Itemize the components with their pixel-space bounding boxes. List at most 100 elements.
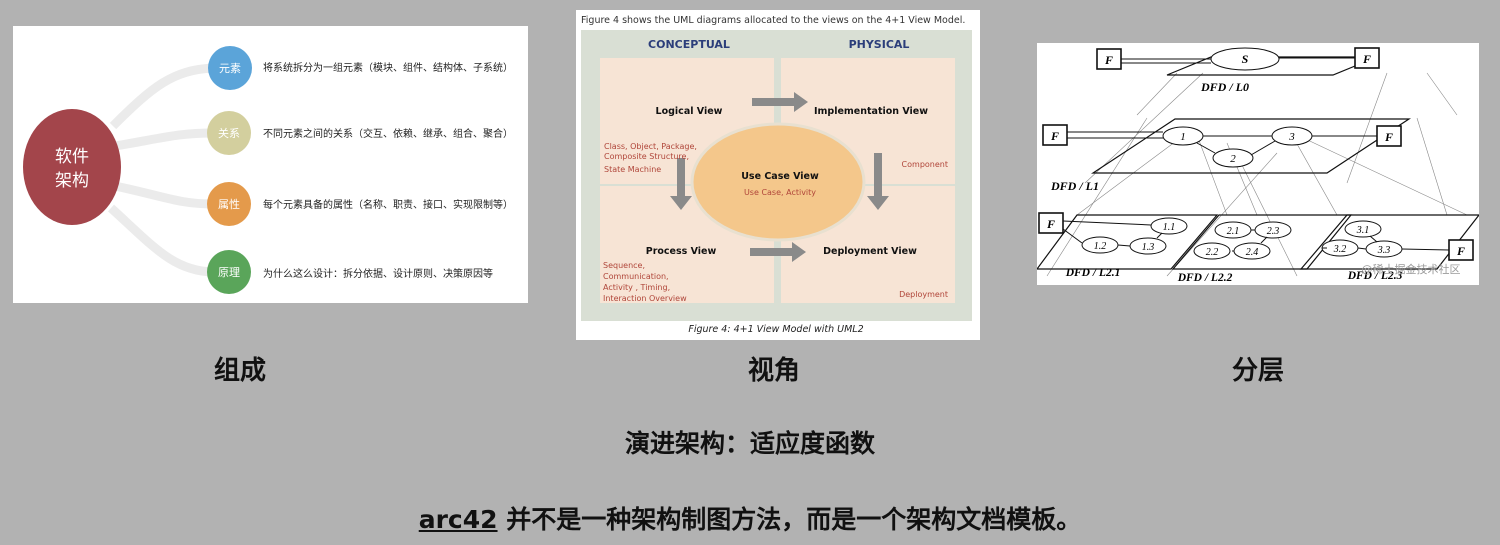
- level-l1: DFD / L1: [1050, 179, 1099, 193]
- dfd-layering-diagram: S DFD / L0 DFD / L1 1 2 3 DFD / L2.1 DFD…: [1037, 43, 1479, 285]
- connector-attribute: [114, 181, 214, 209]
- mindmap-canvas: 软件 架构 元素 将系统拆分为一组元素（模块、组件、结构体、子系统） 关系 不同…: [23, 46, 513, 294]
- level-l22: DFD / L2.2: [1177, 272, 1233, 284]
- external-entities: F F F F F F: [1038, 47, 1474, 261]
- node-2-label: 2: [1230, 153, 1236, 165]
- node-1-3-label: 1.3: [1142, 242, 1155, 253]
- entity-f-l1-left: [1042, 124, 1068, 146]
- node-1-2-label: 1.2: [1094, 241, 1107, 252]
- software-architecture-mindmap: 软件 架构 元素 将系统拆分为一组元素（模块、组件、结构体、子系统） 关系 不同…: [13, 26, 528, 303]
- connector-rationale: [107, 204, 214, 277]
- use-case-item: Use Case, Activity: [744, 188, 816, 197]
- item-rationale: 原理 为什么这么设计：拆分依据、设计原则、决策原因等: [207, 250, 493, 294]
- arc42-link[interactable]: arc42: [418, 505, 498, 534]
- rationale-desc: 为什么这么设计：拆分依据、设计原则、决策原因等: [263, 267, 493, 280]
- caption-perspective: 视角: [747, 356, 800, 386]
- implementation-item: Component: [902, 160, 948, 169]
- entity-f-l0-right: [1354, 47, 1380, 69]
- level-l21: DFD / L2.1: [1065, 267, 1121, 279]
- process-item-4: Interaction Overview: [603, 294, 687, 303]
- use-case-view-title: Use Case View: [741, 171, 819, 182]
- logical-view-title: Logical View: [656, 106, 723, 117]
- process-view-title: Process View: [646, 246, 717, 257]
- element-desc: 将系统拆分为一组元素（模块、组件、结构体、子系统）: [263, 61, 513, 74]
- entity-f-l0-left-label: F: [1104, 53, 1113, 67]
- node-3-1: [1344, 220, 1382, 238]
- physical-label: PHYSICAL: [849, 38, 910, 51]
- arc42-statement: arc42 并不是一种架构制图方法，而是一个架构文档模板。: [0, 500, 1500, 536]
- view-model-canvas: Figure 4 shows the UML diagrams allocate…: [581, 15, 972, 335]
- dfd-l21-plane: [1037, 214, 1219, 270]
- element-circle: [208, 46, 252, 90]
- arrow-implementation-to-deployment: [867, 153, 889, 210]
- process-item-1: Sequence,: [603, 261, 645, 270]
- relation-tag: 关系: [218, 126, 240, 140]
- deployment-item: Deployment: [899, 290, 948, 299]
- figure-intro: Figure 4 shows the UML diagrams allocate…: [581, 15, 965, 26]
- node-2-2: [1193, 242, 1231, 260]
- entity-f-l0-left: [1096, 48, 1122, 70]
- node-1-1-label: 1.1: [1163, 222, 1176, 233]
- logical-item-3: State Machine: [604, 165, 661, 174]
- connector-relation: [114, 128, 214, 151]
- center-node: [23, 109, 121, 225]
- rationale-tag: 原理: [218, 266, 240, 279]
- dfd-l1-plane: [1090, 118, 1412, 174]
- node-3-1-label: 3.1: [1356, 225, 1370, 236]
- dfd-l23-plane: [1299, 214, 1479, 270]
- center-label-1: 软件: [55, 147, 89, 167]
- center-label-2: 架构: [55, 171, 89, 191]
- item-relation: 关系 不同元素之间的关系（交互、依赖、继承、组合、聚合）: [207, 111, 513, 155]
- relation-circle: [207, 111, 251, 155]
- node-3-label: 3: [1288, 131, 1295, 143]
- node-2: [1212, 148, 1254, 168]
- entity-f-l2-right-label: F: [1456, 244, 1465, 258]
- attribute-circle: [207, 182, 251, 226]
- arrow-logical-to-implementation: [752, 92, 808, 112]
- entity-f-l0-right-label: F: [1362, 52, 1371, 66]
- element-tag: 元素: [219, 62, 241, 75]
- use-case-view-ellipse: [690, 122, 866, 242]
- dfd-l0-plane: [1166, 56, 1378, 76]
- node-3-2-label: 3.2: [1333, 244, 1347, 255]
- node-2-4-label: 2.4: [1246, 247, 1259, 258]
- rationale-circle: [207, 250, 251, 294]
- arc42-description: 并不是一种架构制图方法，而是一个架构文档模板。: [497, 505, 1082, 534]
- node-2-2-label: 2.2: [1206, 247, 1219, 258]
- entity-f-l2-left: [1038, 212, 1064, 234]
- entity-f-l1-right-label: F: [1384, 130, 1393, 144]
- caption-composition: 组成: [213, 356, 266, 386]
- dataflow-edges: [1062, 57, 1450, 252]
- level-l23: DFD / L2.3: [1347, 270, 1403, 282]
- node-2-1-label: 2.1: [1227, 226, 1240, 237]
- mindmap-connectors: [107, 63, 214, 277]
- connector-element: [109, 63, 214, 130]
- deployment-view-title: Deployment View: [823, 246, 917, 257]
- level-l0: DFD / L0: [1200, 80, 1249, 94]
- attribute-desc: 每个元素具备的属性（名称、职责、接口、实现限制等）: [263, 198, 513, 211]
- arrow-process-to-deployment: [750, 242, 806, 262]
- node-3-3-label: 3.3: [1377, 245, 1391, 256]
- entity-f-l1-left-label: F: [1050, 129, 1059, 143]
- arrow-logical-to-process: [670, 158, 692, 210]
- item-attribute: 属性 每个元素具备的属性（名称、职责、接口、实现限制等）: [207, 182, 513, 226]
- implementation-view-title: Implementation View: [814, 106, 928, 117]
- logical-item-1: Class, Object, Package,: [604, 142, 697, 151]
- logical-item-2: Composite Structure,: [604, 152, 689, 161]
- caption-layering: 分层: [1231, 356, 1284, 386]
- entity-f-l1-right: [1376, 125, 1402, 147]
- evolution-heading: 演进架构：适应度函数: [624, 429, 875, 458]
- entity-f-l2-right: [1448, 239, 1474, 261]
- item-element: 元素 将系统拆分为一组元素（模块、组件、结构体、子系统）: [208, 46, 513, 90]
- node-2-3-label: 2.3: [1267, 226, 1280, 237]
- view-arrows: [670, 92, 889, 262]
- watermark: @稀土掘金技术社区: [1362, 262, 1461, 276]
- node-s-label: S: [1242, 52, 1249, 66]
- node-1-label: 1: [1180, 131, 1186, 143]
- process-item-3: Activity , Timing,: [603, 283, 670, 292]
- entity-f-l2-left-label: F: [1046, 217, 1055, 231]
- projection-lines: [1046, 72, 1468, 277]
- four-plus-one-view-model: Figure 4 shows the UML diagrams allocate…: [576, 10, 980, 340]
- figure-caption: Figure 4: 4+1 View Model with UML2: [688, 324, 863, 335]
- relation-desc: 不同元素之间的关系（交互、依赖、继承、组合、聚合）: [263, 127, 513, 140]
